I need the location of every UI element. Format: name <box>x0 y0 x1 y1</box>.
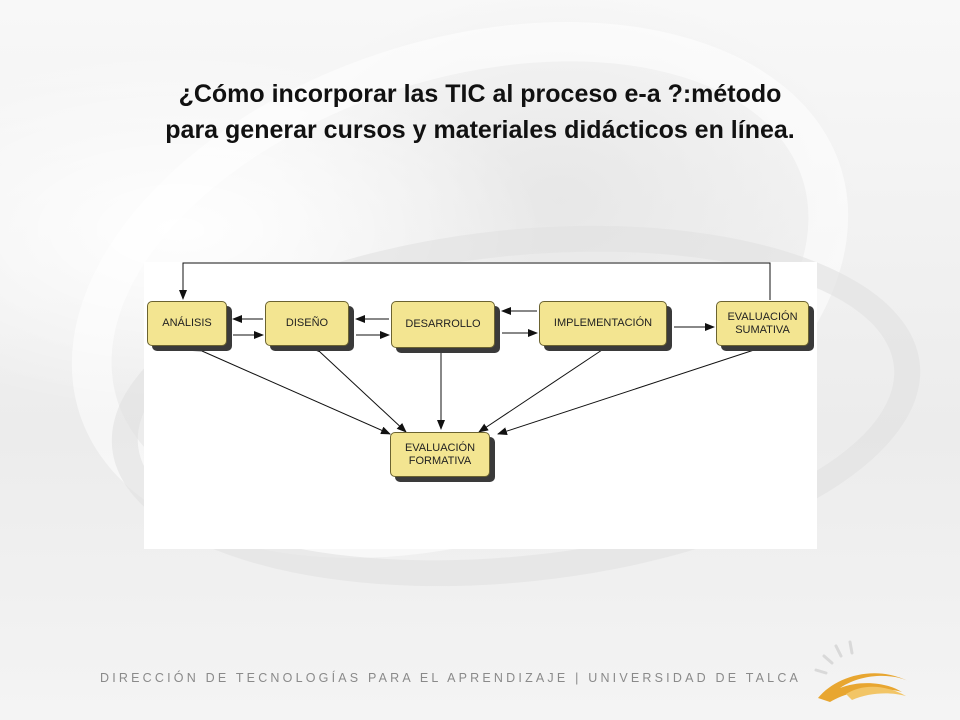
node-analisis: ANÁLISIS <box>147 301 227 346</box>
link-analisis-formativa <box>192 343 391 435</box>
node-desarrollo: DESARROLLO <box>391 301 495 348</box>
node-diseno: DISEÑO <box>265 301 349 346</box>
slide-title: ¿Cómo incorporar las TIC al proceso e-a … <box>60 76 900 148</box>
node-implementacion-label: IMPLEMENTACIÓN <box>553 317 653 329</box>
link-diseno-formativa <box>310 342 407 433</box>
node-formativa-label-2: FORMATIVA <box>408 454 472 467</box>
link-sumativa-formativa <box>497 343 764 435</box>
footer-institution: DIRECCIÓN DE TECNOLOGÍAS PARA EL APRENDI… <box>100 671 802 685</box>
node-sumativa-label-1: EVALUACIÓN <box>727 310 798 323</box>
node-formativa-label-1: EVALUACIÓN <box>404 441 476 454</box>
node-diseno-label: DISEÑO <box>285 317 329 329</box>
node-implementacion: IMPLEMENTACIÓN <box>539 301 667 346</box>
node-desarrollo-label: DESARROLLO <box>405 318 481 330</box>
slide-title-line-2: para generar cursos y materiales didácti… <box>165 116 795 144</box>
diagram-connectors <box>179 262 771 435</box>
process-diagram: ANÁLISIS DISEÑO DESARROLLO IMPLEMENTACIÓ… <box>144 262 817 549</box>
node-analisis-label: ANÁLISIS <box>162 317 212 329</box>
feedback-loop-arrow <box>179 262 771 300</box>
university-sun-logo <box>814 640 910 702</box>
node-evaluacion-sumativa: EVALUACIÓN SUMATIVA <box>716 301 809 346</box>
node-sumativa-label-2: SUMATIVA <box>735 323 790 336</box>
slide-title-line-1: ¿Cómo incorporar las TIC al proceso e-a … <box>178 80 782 108</box>
node-evaluacion-formativa: EVALUACIÓN FORMATIVA <box>390 432 490 477</box>
